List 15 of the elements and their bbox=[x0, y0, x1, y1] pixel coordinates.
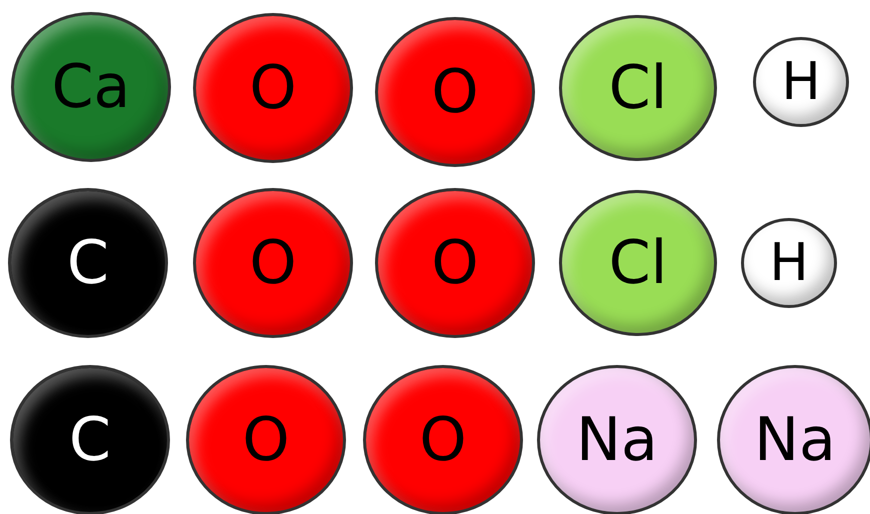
element-symbol: Cl bbox=[608, 233, 668, 293]
element-symbol: C bbox=[67, 233, 109, 293]
element-symbol: H bbox=[769, 237, 809, 289]
element-symbol: Ca bbox=[52, 57, 130, 117]
element-symbol: O bbox=[249, 233, 297, 293]
element-symbol: C bbox=[69, 410, 111, 470]
element-symbol: Cl bbox=[608, 58, 668, 118]
element-symbol: Na bbox=[576, 410, 658, 470]
element-symbol: H bbox=[781, 56, 821, 108]
element-symbol: O bbox=[431, 62, 479, 122]
element-symbol: Na bbox=[754, 410, 836, 470]
element-symbol: O bbox=[431, 233, 479, 293]
element-symbol: O bbox=[249, 58, 297, 118]
element-symbol: O bbox=[242, 410, 290, 470]
element-symbol: O bbox=[419, 410, 467, 470]
